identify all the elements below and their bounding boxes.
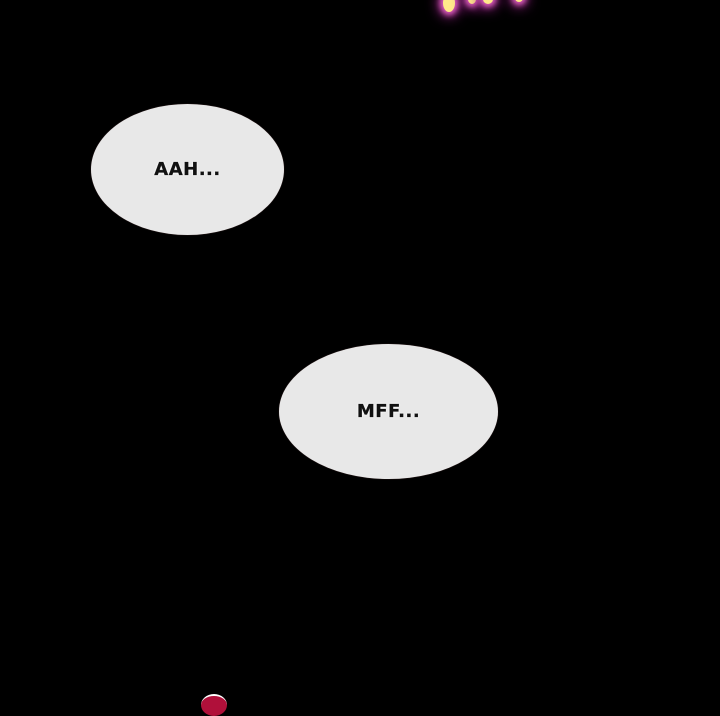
partial-object-bottom [201, 694, 227, 716]
bubble-text: AAH... [154, 159, 221, 180]
glow-blob [483, 0, 493, 4]
glow-blob [468, 0, 476, 4]
glow-blob [515, 0, 523, 2]
bubble-text: MFF... [356, 401, 421, 422]
speech-bubble-1: AAH... [91, 104, 284, 235]
glow-blob [443, 0, 455, 12]
speech-bubble-2: MFF... [279, 344, 498, 479]
